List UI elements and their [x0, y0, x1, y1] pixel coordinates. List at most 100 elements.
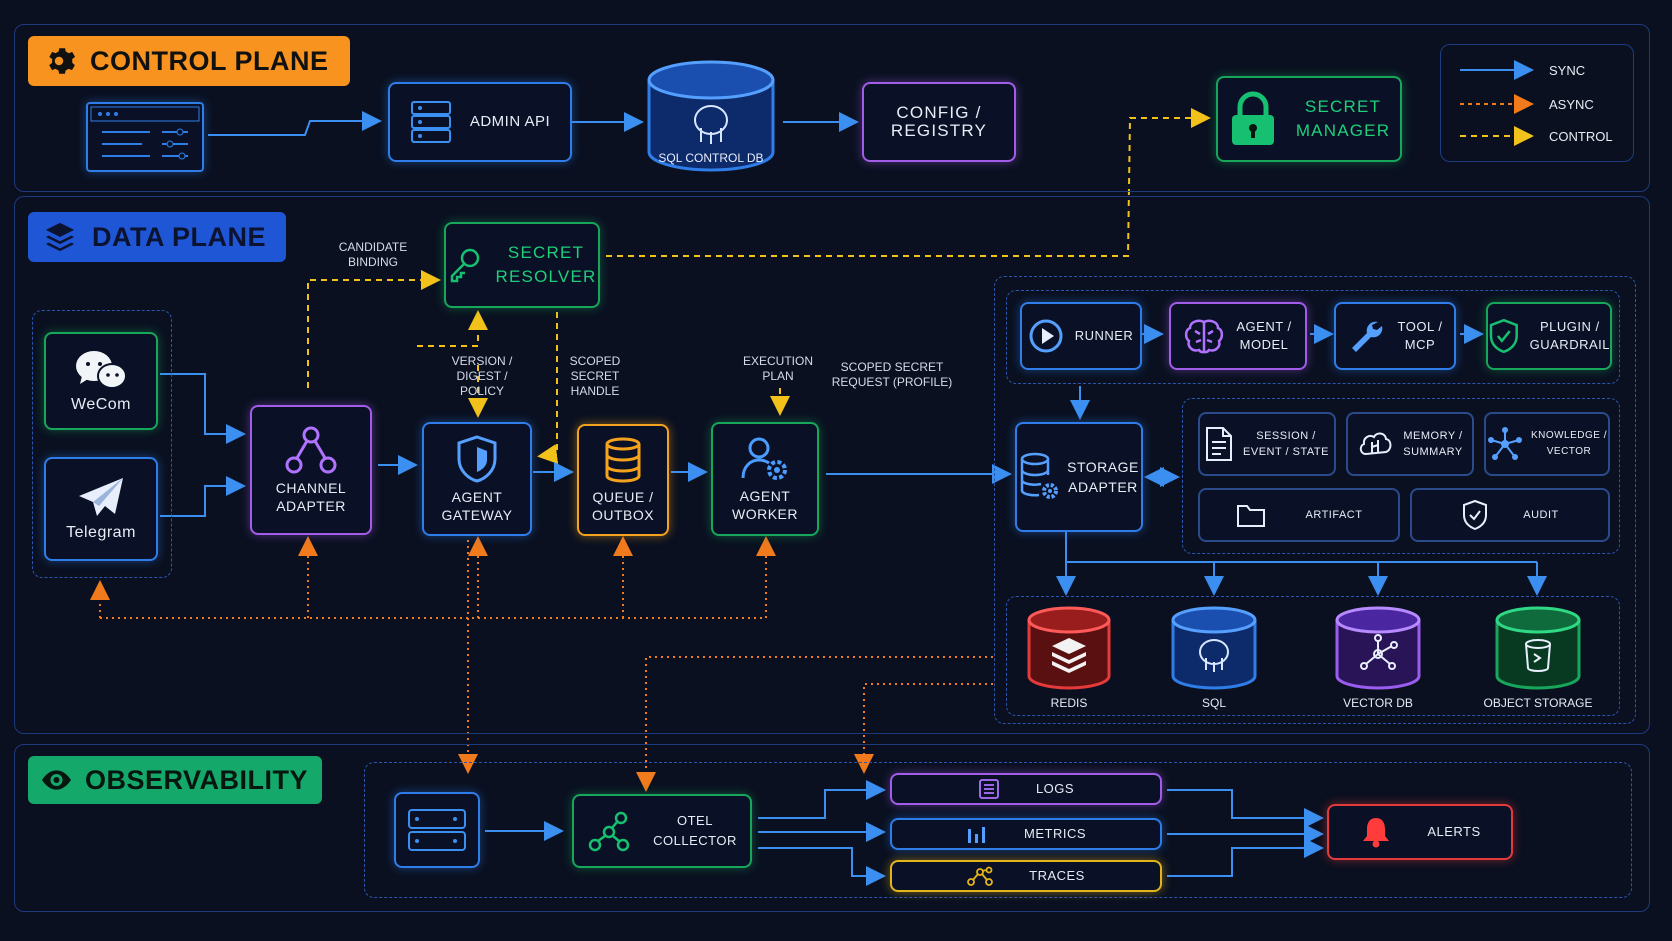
bucket-icon: [1495, 606, 1581, 690]
wecom-node[interactable]: WeCom: [44, 332, 158, 430]
tool-mcp-line2: MCP: [1404, 337, 1436, 352]
object-storage-store[interactable]: OBJECT STORAGE: [1478, 606, 1598, 710]
alerts-node[interactable]: ALERTS: [1327, 804, 1513, 860]
object-storage-label: OBJECT STORAGE: [1483, 696, 1593, 710]
shield-icon: [457, 435, 497, 483]
config-registry-line1: CONFIG /: [896, 103, 982, 122]
session-line2: EVENT / STATE: [1243, 446, 1329, 458]
memory-line1: MEMORY /: [1403, 430, 1463, 442]
secret-manager-line2: MANAGER: [1295, 121, 1391, 140]
secret-resolver-node[interactable]: SECRET RESOLVER: [444, 222, 600, 308]
wrench-icon: [1351, 321, 1382, 352]
tool-mcp-line1: TOOL /: [1397, 319, 1443, 334]
network-icon: [1487, 427, 1522, 460]
alerts-label: ALERTS: [1427, 824, 1481, 839]
agent-gateway-line2: GATEWAY: [441, 507, 513, 523]
wecom-label: WeCom: [71, 396, 131, 413]
artifact-label: ARTIFACT: [1305, 509, 1363, 521]
data-plane-title: DATA PLANE: [92, 221, 266, 252]
stores-group: [1006, 596, 1620, 716]
audit-node[interactable]: AUDIT: [1410, 488, 1610, 542]
database-icon: [1171, 606, 1257, 690]
bars-icon: [968, 827, 985, 843]
control-arrows: [307, 108, 1211, 464]
stack-icon: [1027, 606, 1111, 690]
vector-db-label: VECTOR DB: [1343, 696, 1413, 710]
config-registry-line2: REGISTRY: [890, 121, 988, 140]
knowledge-vector-node[interactable]: KNOWLEDGE / VECTOR: [1484, 412, 1610, 476]
metrics-source-node[interactable]: [394, 792, 480, 868]
legend-sync: SYNC: [1549, 63, 1586, 78]
agent-model-node[interactable]: AGENT /MODEL: [1169, 302, 1307, 370]
metrics-node[interactable]: METRICS: [890, 818, 1162, 850]
queue-outbox-node[interactable]: QUEUE / OUTBOX: [577, 424, 669, 536]
traces-label: TRACES: [1029, 868, 1085, 883]
server-icon: [410, 101, 451, 143]
plugin-guardrail-node[interactable]: PLUGIN / GUARDRAIL: [1486, 302, 1612, 370]
redis-store[interactable]: REDIS: [1026, 606, 1112, 710]
plugin-guardrail-line2: GUARDRAIL: [1529, 337, 1610, 352]
channel-adapter-line1: CHANNEL: [275, 480, 347, 496]
eye-icon: [42, 770, 71, 790]
note-version-digest-policy: VERSION /DIGEST /POLICY: [451, 354, 513, 398]
artifact-node[interactable]: ARTIFACT: [1198, 488, 1400, 542]
sync-arrows-control: [208, 111, 859, 136]
admin-api-node[interactable]: ADMIN API: [388, 82, 572, 162]
agent-worker-line1: AGENT: [739, 488, 791, 504]
secret-manager-node[interactable]: SECRET MANAGER: [1216, 76, 1402, 162]
observability-group: [364, 762, 1632, 898]
bell-icon: [1363, 818, 1390, 848]
legend-async: ASYNC: [1549, 97, 1594, 112]
async-arrows: [90, 536, 993, 792]
nodes-icon: [1335, 606, 1421, 690]
storage-adapter-line1: STORAGE: [1067, 459, 1139, 475]
config-registry-node[interactable]: CONFIG / REGISTRY: [862, 82, 1016, 162]
key-icon: [450, 248, 479, 283]
session-event-state-node[interactable]: SESSION /EVENT / STATE: [1198, 412, 1336, 476]
admin-api-label: ADMIN API: [469, 113, 551, 130]
sql-store[interactable]: SQL: [1170, 606, 1258, 710]
knowledge-line1: KNOWLEDGE /: [1530, 430, 1608, 441]
layers-icon: [45, 222, 75, 252]
server-icon: [408, 809, 466, 851]
otel-line2: COLLECTOR: [653, 833, 737, 848]
logs-node[interactable]: LOGS: [890, 773, 1162, 805]
otel-line1: OTEL: [677, 813, 713, 828]
plugin-guardrail-line1: PLUGIN /: [1540, 319, 1600, 334]
agent-model-line2: MODEL: [1239, 337, 1289, 352]
runner-node[interactable]: RUNNER: [1020, 302, 1142, 370]
gear-icon: [49, 48, 76, 74]
sql-control-db-label: SQL CONTROL DB: [658, 151, 763, 165]
chat-bubbles-icon: [76, 351, 127, 389]
tool-mcp-node[interactable]: TOOL / MCP: [1334, 302, 1456, 370]
admin-console-node[interactable]: [86, 102, 204, 172]
memory-line2: SUMMARY: [1403, 446, 1463, 458]
redis-label: REDIS: [1050, 696, 1088, 710]
traces-node[interactable]: TRACES: [890, 860, 1162, 892]
sql-label: SQL: [1201, 696, 1226, 710]
document-icon: [1206, 427, 1233, 461]
agent-worker-line2: WORKER: [732, 506, 798, 522]
cloud-brain-icon: [1360, 432, 1392, 455]
memory-summary-node[interactable]: MEMORY / SUMMARY: [1346, 412, 1474, 476]
brain-icon: [1185, 319, 1224, 354]
paper-plane-icon: [79, 478, 123, 516]
channel-adapter-node[interactable]: CHANNEL ADAPTER: [250, 405, 372, 535]
data-plane-badge: DATA PLANE: [28, 212, 286, 262]
secret-resolver-line2: RESOLVER: [495, 267, 597, 286]
knowledge-line2: VECTOR: [1546, 446, 1592, 457]
agent-gateway-node[interactable]: AGENT GATEWAY: [422, 422, 532, 536]
vector-db-store[interactable]: VECTOR DB: [1334, 606, 1422, 710]
graph-icon: [285, 426, 337, 474]
otel-collector-node[interactable]: OTEL COLLECTOR: [572, 794, 752, 868]
agent-worker-node[interactable]: AGENT WORKER: [711, 422, 819, 536]
database-icon: SQL CONTROL DB: [647, 60, 775, 172]
sql-control-db-node[interactable]: SQL CONTROL DB: [645, 58, 777, 174]
telegram-node[interactable]: Telegram: [44, 457, 158, 561]
observability-section: [14, 744, 1650, 912]
